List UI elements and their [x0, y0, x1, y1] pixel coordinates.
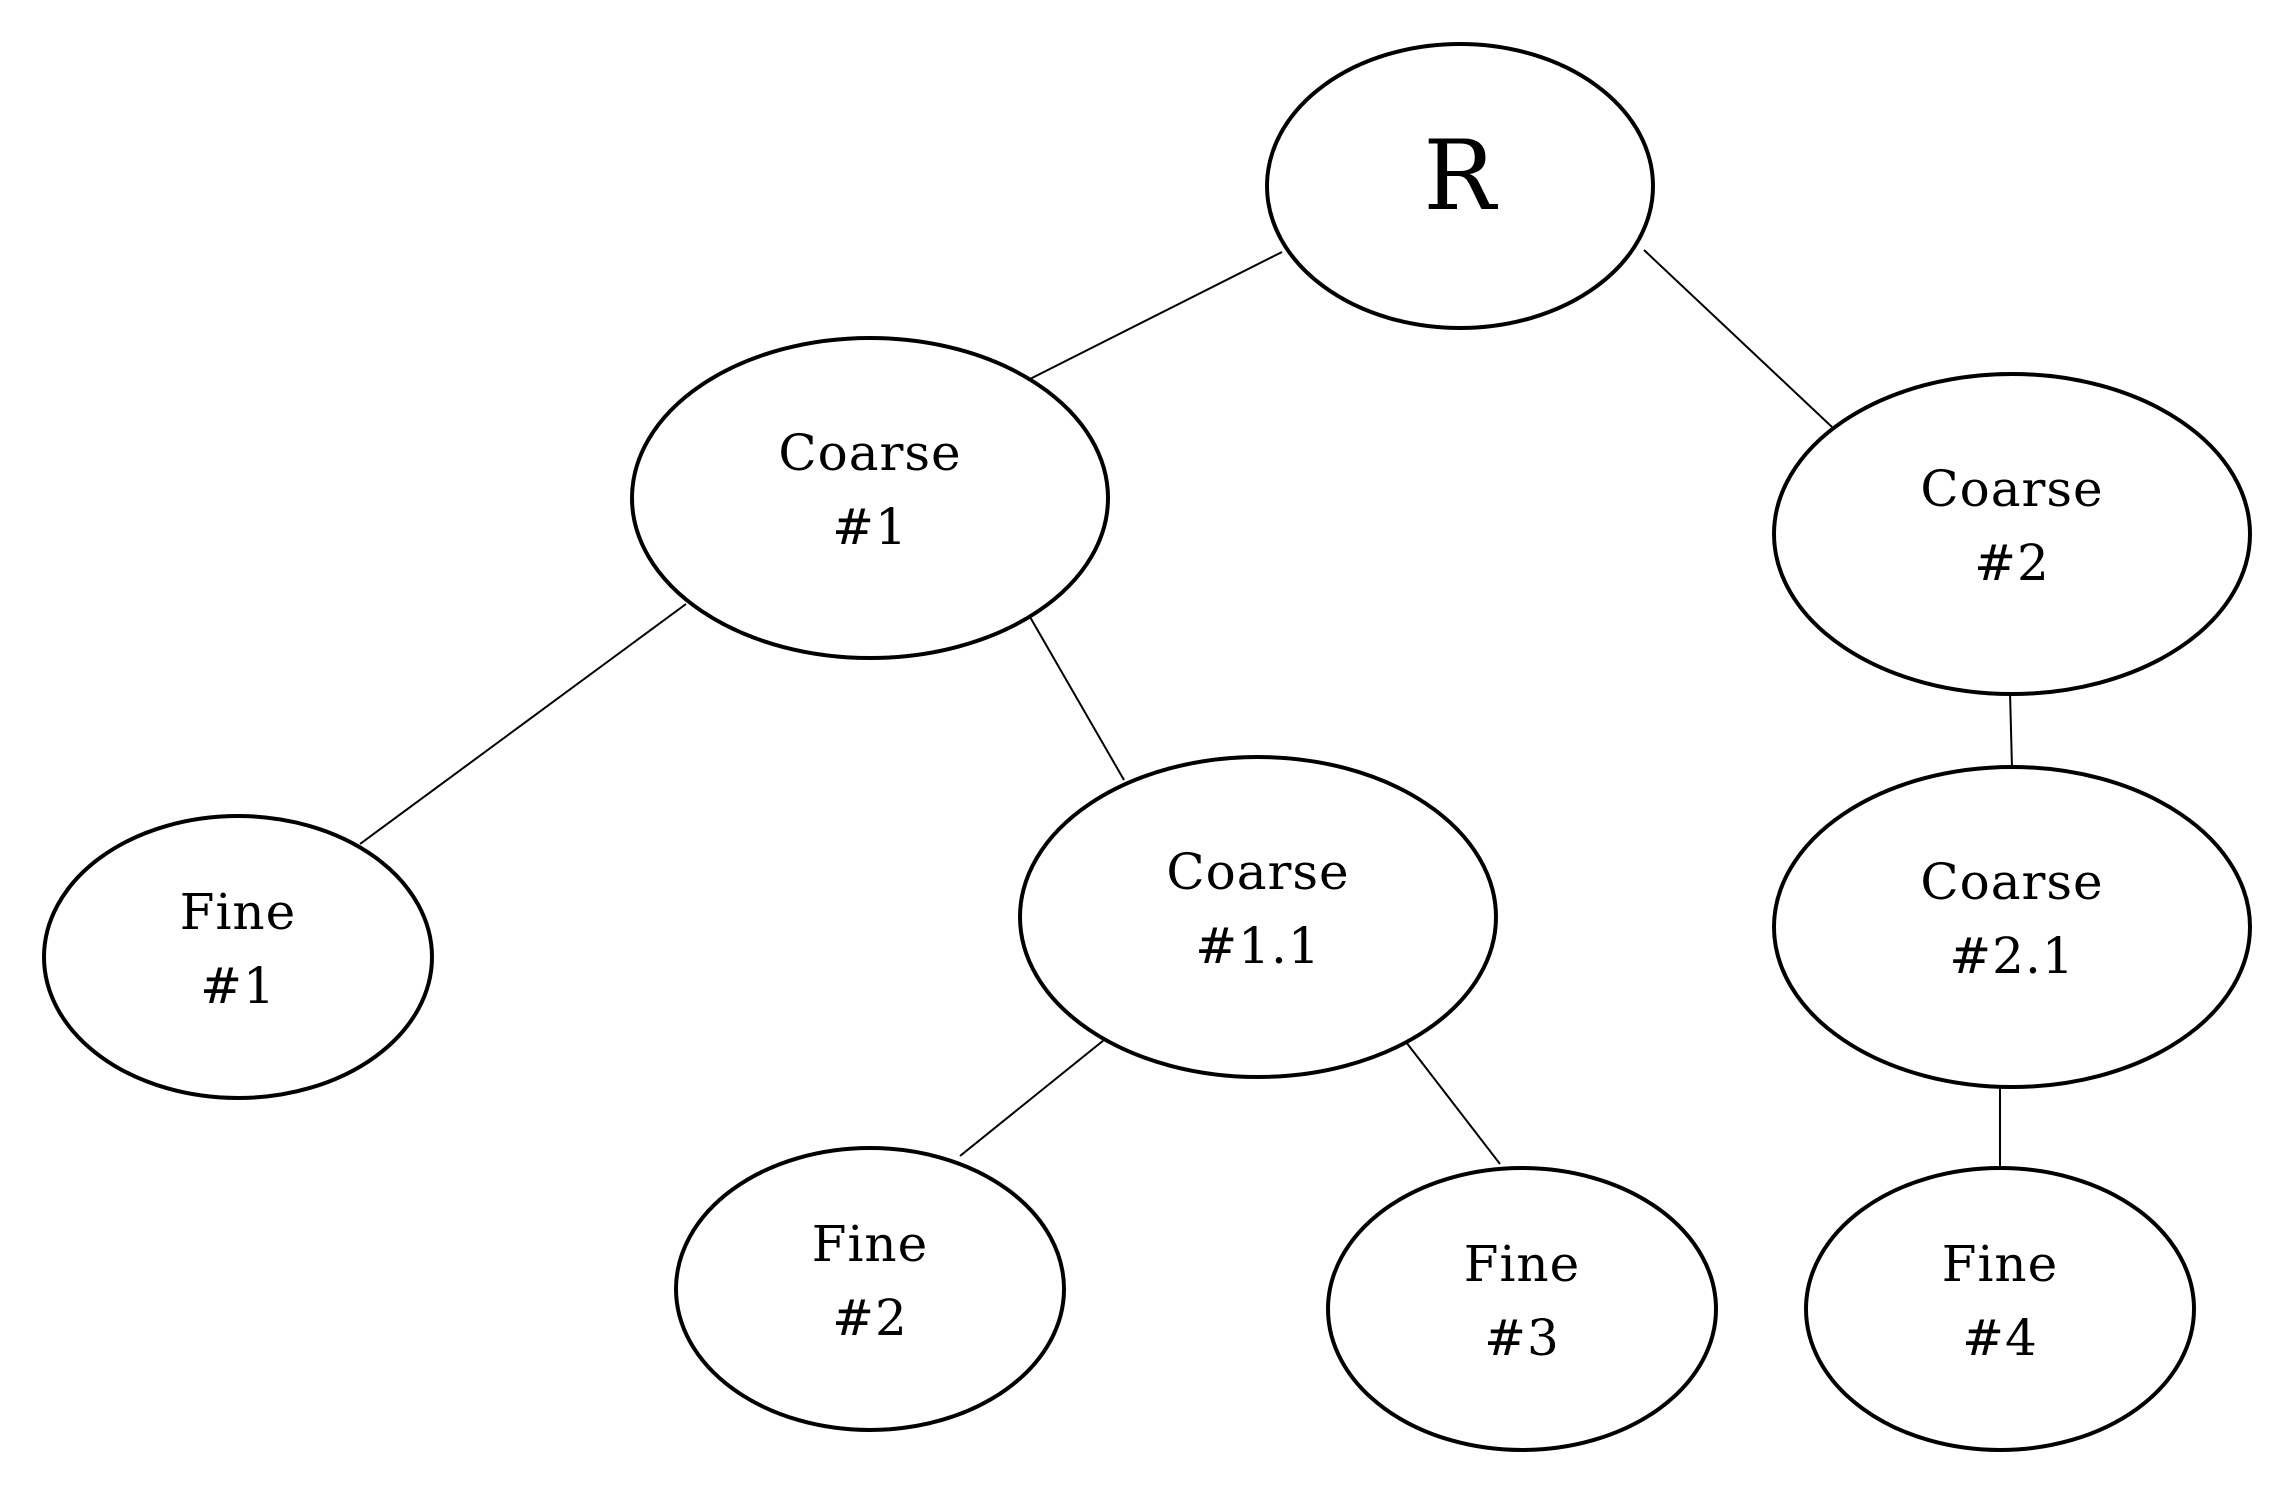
node-number: #1 — [200, 957, 276, 1015]
node-fine-1: Fine #1 — [42, 814, 434, 1100]
node-ellipse — [42, 814, 434, 1100]
node-coarse-2-1: Coarse #2.1 — [1772, 765, 2252, 1089]
node-ellipse — [1326, 1166, 1718, 1452]
node-ellipse — [1772, 765, 2252, 1089]
node-title: Coarse — [1920, 853, 2103, 911]
node-ellipse — [674, 1146, 1066, 1432]
edge-coarse-1-1-to-fine-2 — [959, 1039, 1105, 1157]
edge-coarse-1-to-coarse-1-1 — [1029, 616, 1125, 781]
node-number: #4 — [1962, 1309, 2038, 1367]
node-number: #2 — [832, 1289, 908, 1347]
edge-coarse-2-to-coarse-2-1 — [2009, 691, 2013, 769]
node-title: Coarse — [1166, 843, 1349, 901]
node-coarse-1-1: Coarse #1.1 — [1018, 755, 1498, 1079]
node-number: #1.1 — [1195, 917, 1320, 975]
node-ellipse — [1265, 42, 1655, 330]
node-title: Fine — [1464, 1235, 1580, 1293]
node-ellipse — [1804, 1166, 2196, 1452]
node-title: Coarse — [778, 424, 961, 482]
edges-layer — [359, 249, 2013, 1168]
node-ellipse — [1772, 372, 2252, 696]
node-title: Coarse — [1920, 460, 2103, 518]
node-number: #2.1 — [1949, 927, 2074, 985]
node-fine-2: Fine #2 — [674, 1146, 1066, 1432]
edge-root-to-coarse-2 — [1643, 249, 1833, 428]
node-title: Fine — [1942, 1235, 2058, 1293]
node-coarse-2: Coarse #2 — [1772, 372, 2252, 696]
node-number: #3 — [1484, 1309, 1560, 1367]
node-title: Fine — [812, 1215, 928, 1273]
edge-coarse-1-to-fine-1 — [359, 603, 687, 845]
node-fine-4: Fine #4 — [1804, 1166, 2196, 1452]
node-ellipse — [1018, 755, 1498, 1079]
node-coarse-1: Coarse #1 — [630, 336, 1110, 660]
node-number: #1 — [832, 498, 908, 556]
node-ellipse — [630, 336, 1110, 660]
edge-coarse-1-1-to-fine-3 — [1405, 1041, 1501, 1165]
node-title: R — [1423, 120, 1498, 232]
node-fine-3: Fine #3 — [1326, 1166, 1718, 1452]
nodes-layer: RCoarse#1Coarse#2Fine#1Coarse#1.1Coarse#… — [42, 42, 2252, 1452]
edge-root-to-coarse-1 — [1025, 251, 1283, 382]
node-number: #2 — [1974, 534, 2050, 592]
node-title: Fine — [180, 883, 296, 941]
node-root: R — [1265, 42, 1655, 330]
